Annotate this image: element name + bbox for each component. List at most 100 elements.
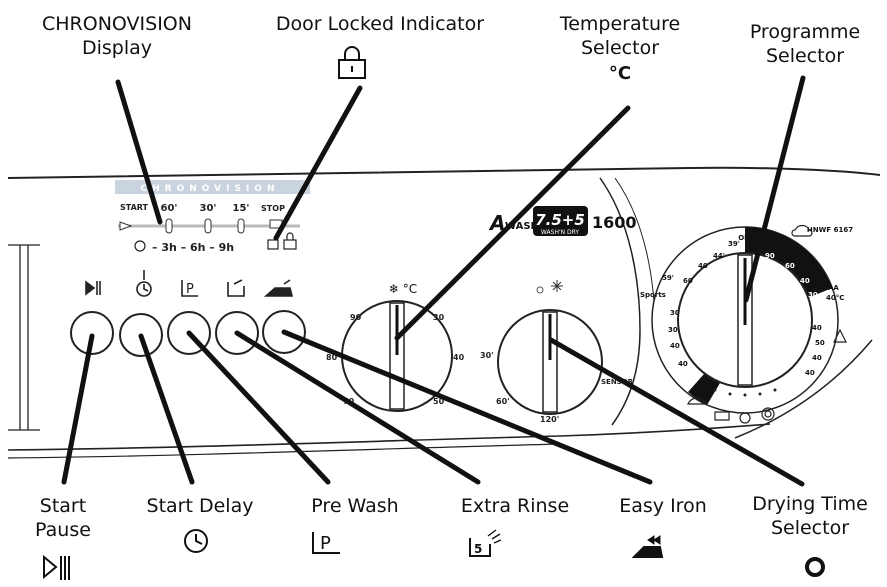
label-door-locked: Door Locked Indicator xyxy=(275,13,485,35)
chrono-step-15: 15' xyxy=(233,203,250,214)
svg-text:50: 50 xyxy=(433,397,445,406)
programme-dial[interactable]: OFF 90 60 40 30 AA 40°C 40 50 40 40 44' … xyxy=(640,224,847,424)
temperature-dial[interactable]: ❄ °C 90 30 80 40 70 50 xyxy=(326,282,465,412)
svg-text:30: 30 xyxy=(668,326,678,334)
pointer-programme xyxy=(743,75,806,303)
svg-text:44': 44' xyxy=(713,252,725,260)
label-drying-time: Drying Time Selector xyxy=(735,492,885,540)
svg-text:40: 40 xyxy=(678,360,688,368)
svg-text:39': 39' xyxy=(728,240,740,248)
svg-text:60: 60 xyxy=(683,277,693,285)
temp-dial-unit: ❄ °C xyxy=(389,282,417,296)
label-start-pause-line2: Pause xyxy=(35,519,91,541)
pointer-start-delay xyxy=(138,333,195,485)
delay-clock-icon xyxy=(134,240,146,252)
clock-icon xyxy=(184,529,208,553)
svg-text:30: 30 xyxy=(808,291,818,299)
prog-left-scale: 44' 59' 39' 40 60 Sports 30 30 40 40 xyxy=(640,240,740,368)
svg-text:40: 40 xyxy=(698,262,708,270)
drying-time-dial[interactable]: 30' 60' 120' SENSOR xyxy=(480,280,634,424)
dry-scale-labels: 30' 60' 120' SENSOR xyxy=(480,351,634,424)
svg-text:80: 80 xyxy=(326,353,338,362)
spin-speed: 1600 xyxy=(592,213,637,232)
svg-text:Sports: Sports xyxy=(640,291,666,299)
chrono-step-60: 60' xyxy=(161,203,178,214)
label-easy-iron: Easy Iron xyxy=(619,495,707,517)
label-start-pause: Start Pause xyxy=(18,494,108,542)
dry-symbol-icon xyxy=(536,286,544,294)
label-drying-time-line2: Selector xyxy=(770,517,850,539)
label-chronovision-line2: Display xyxy=(81,37,153,59)
pointer-lines xyxy=(61,75,806,487)
label-programme-line1: Programme xyxy=(749,21,861,43)
prewash-icon-small: P xyxy=(181,280,198,297)
pointer-door-lock xyxy=(273,85,363,241)
svg-text:90: 90 xyxy=(765,252,775,260)
svg-text:90: 90 xyxy=(350,313,362,322)
label-temperature-symbol: °C xyxy=(608,63,632,84)
start-pause-icon-small xyxy=(85,280,101,296)
model-number: HNWF 6167 xyxy=(807,226,853,234)
label-chronovision: CHRONOVISION Display xyxy=(22,12,212,60)
label-temperature-line2: Selector xyxy=(580,37,660,59)
drying-circle-icon xyxy=(805,557,825,577)
svg-text:120': 120' xyxy=(540,415,559,424)
label-start-pause-line1: Start xyxy=(39,495,87,517)
extra-rinse-icon: 5 xyxy=(469,529,502,557)
chrono-step-30: 30' xyxy=(200,203,217,214)
extra-rinse-icon-small xyxy=(227,279,245,297)
svg-text:40: 40 xyxy=(453,353,465,362)
pointer-temperature xyxy=(394,105,631,341)
svg-text:60: 60 xyxy=(785,262,795,270)
badge-main: 7.5+5 xyxy=(535,211,585,229)
svg-text:30: 30 xyxy=(433,313,445,322)
delay-steps-text: – 3h – 6h – 9h xyxy=(152,241,234,254)
prog-off-label: OFF xyxy=(738,234,754,242)
label-drying-time-line1: Drying Time xyxy=(752,493,868,515)
svg-text:P: P xyxy=(186,282,194,297)
svg-text:AA: AA xyxy=(828,284,839,292)
svg-text:59': 59' xyxy=(662,274,674,282)
delay-scale: – 3h – 6h – 9h xyxy=(134,240,234,254)
start-pause-button[interactable] xyxy=(70,311,114,355)
pointer-start-pause xyxy=(61,333,95,485)
prog-bottom-icons xyxy=(687,224,847,424)
svg-text:5: 5 xyxy=(474,542,482,556)
svg-text:40°C: 40°C xyxy=(826,294,844,302)
button-icons-row: P xyxy=(85,270,294,297)
brand-prefix: A xyxy=(488,211,505,235)
label-chronovision-line1: CHRONOVISION xyxy=(42,13,192,35)
label-pre-wash: Pre Wash xyxy=(311,495,399,517)
easy-iron-icon-small xyxy=(263,279,294,297)
prog-right-scale: 90 60 40 30 AA 40°C 40 50 40 40 xyxy=(765,252,844,377)
pointer-extra-rinse xyxy=(234,330,481,485)
label-start-delay: Start Delay xyxy=(146,495,254,517)
svg-text:40: 40 xyxy=(670,342,680,350)
chrono-step-stop: STOP xyxy=(261,204,285,213)
chronovision-display: CHRONOVISION START 60' 30' 15' STOP – 3h… xyxy=(115,180,310,254)
label-programme-line2: Selector xyxy=(765,45,845,67)
svg-text:P: P xyxy=(320,533,331,554)
clock-icon-small xyxy=(136,270,152,297)
chrono-step-start: START xyxy=(120,203,149,212)
svg-text:40: 40 xyxy=(800,277,810,285)
label-programme: Programme Selector xyxy=(730,20,880,68)
svg-text:60': 60' xyxy=(496,397,510,406)
pointer-chronovision xyxy=(115,79,163,225)
chrono-step-labels: START 60' 30' 15' STOP xyxy=(120,203,285,214)
door-lock-leds xyxy=(267,232,297,250)
svg-text:40: 40 xyxy=(812,354,822,362)
brand-badge: A WASH 7.5+5 WASH'N DRY 1600 HNWF 6167 xyxy=(488,206,853,236)
prog-dots xyxy=(713,388,777,397)
label-extra-rinse: Extra Rinse xyxy=(460,495,570,517)
brand-wash: WASH xyxy=(505,221,539,232)
svg-text:50: 50 xyxy=(815,339,825,347)
pointer-easy-iron xyxy=(281,329,653,485)
easy-iron-icon xyxy=(631,535,664,558)
badge-sub: WASH'N DRY xyxy=(541,229,579,236)
padlock-icon xyxy=(338,46,366,79)
start-pause-icon xyxy=(43,554,70,580)
svg-text:30: 30 xyxy=(670,309,680,317)
svg-text:40: 40 xyxy=(812,324,822,332)
